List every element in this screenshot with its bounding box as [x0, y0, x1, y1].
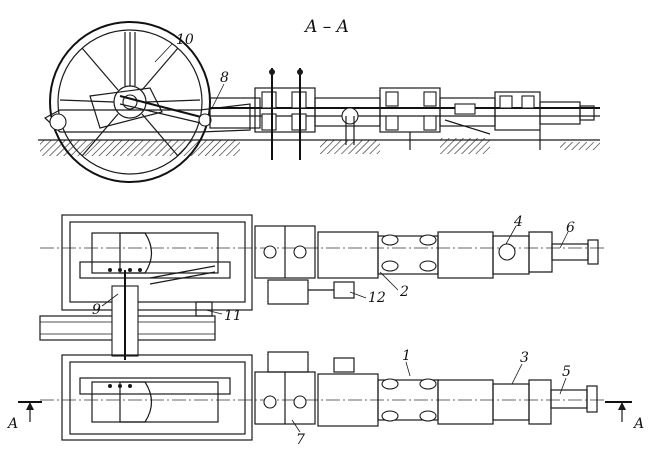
label-6: 6 — [566, 220, 575, 236]
section-marker-right-label: A — [632, 416, 644, 432]
section-marker-left — [18, 401, 42, 422]
label-9: 9 — [92, 302, 101, 318]
label-8: 8 — [220, 70, 229, 86]
auxiliary-12 — [333, 281, 355, 299]
label-1: 1 — [402, 348, 411, 364]
upper-crosshead — [79, 261, 231, 279]
upper-tail — [551, 243, 589, 261]
label-2: 2 — [399, 284, 409, 300]
label-11: 11 — [224, 308, 242, 324]
upper-base-frame — [61, 214, 253, 311]
lower-base-frame — [61, 354, 253, 441]
foundation-right — [440, 138, 490, 154]
flywheel-plan — [39, 270, 216, 360]
foundation-end — [560, 142, 600, 150]
label-12: 12 — [368, 290, 386, 306]
section-marker-left-label: A — [6, 416, 18, 432]
lower-crosshead — [79, 377, 231, 395]
cylinder-block-5 — [494, 91, 595, 150]
cylinder-block-1 — [254, 68, 316, 160]
upper-cylinder-2 — [317, 231, 379, 279]
upper-cylinder-3 — [437, 231, 494, 279]
side-elevation — [38, 21, 600, 183]
leader-lines — [101, 43, 569, 433]
connecting-rod — [119, 95, 212, 127]
cylinder-block-3 — [379, 87, 441, 150]
lower-tail — [550, 389, 588, 409]
cylinder-block-2 — [314, 97, 381, 145]
label-5: 5 — [562, 364, 571, 380]
plan-lower-row — [40, 351, 605, 441]
section-title: A – A — [303, 17, 349, 37]
foundation-left — [40, 140, 240, 156]
label-4: 4 — [513, 214, 523, 230]
label-3: 3 — [520, 350, 529, 366]
crank-frame — [43, 103, 251, 133]
plan-upper-row — [40, 214, 605, 311]
lower-cylinder-3 — [437, 379, 494, 425]
foundation-mid — [320, 140, 380, 154]
label-10: 10 — [176, 32, 194, 48]
section-marker-right — [605, 401, 632, 422]
crosshead-guide — [209, 97, 261, 129]
label-7: 7 — [296, 432, 305, 448]
